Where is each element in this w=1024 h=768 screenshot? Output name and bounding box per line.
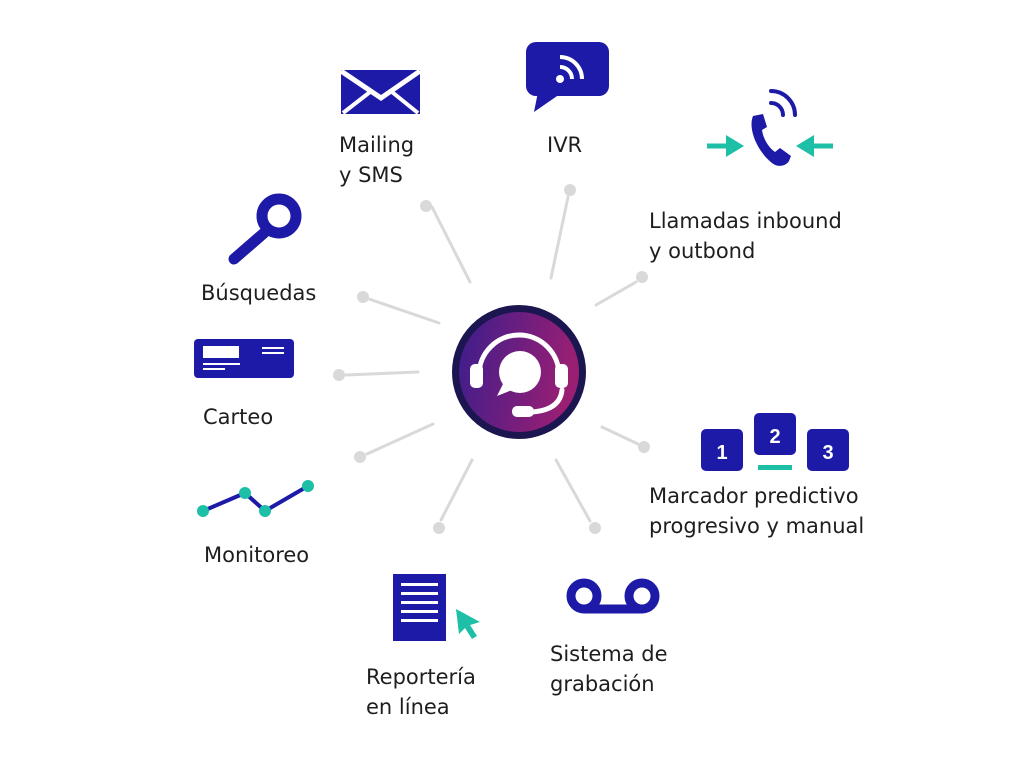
voicemail-tape-icon (566, 578, 660, 614)
label-search-line1: Búsquedas (201, 281, 317, 305)
connector-lines (333, 184, 650, 534)
label-dialer-line2: progresivo y manual (649, 514, 865, 538)
connector-carteo (333, 369, 420, 381)
label-dialer-line1: Marcador predictivo (649, 484, 859, 508)
connector-search (357, 291, 441, 325)
label-monitoring-line1: Monitoreo (204, 543, 310, 567)
speech-bubble-signal-icon (526, 42, 609, 112)
label-recording-line2: grabación (550, 672, 655, 696)
label-ivr-line1: IVR (547, 133, 583, 157)
connector-mailing (420, 200, 472, 284)
headset-chat-icon (470, 332, 568, 417)
document-cursor-icon (393, 574, 480, 641)
step-label-3: 3 (822, 442, 833, 464)
label-ivr: IVR (547, 130, 582, 160)
label-monitoring: Monitoreo (204, 540, 309, 570)
label-calls-line2: y outbond (649, 239, 756, 263)
label-carteo: Carteo (203, 402, 273, 432)
label-reports: Reportería en línea (366, 662, 476, 722)
connector-reports (433, 458, 474, 534)
step-label-2: 2 (769, 426, 780, 448)
connector-dialer (600, 425, 650, 453)
step-box-2 (754, 413, 796, 455)
magnifier-icon (228, 193, 302, 265)
label-mailing: Mailing y SMS (339, 130, 414, 190)
label-mailing-line2: y SMS (339, 163, 403, 187)
hub (452, 305, 586, 439)
step-box-3 (807, 429, 849, 471)
label-mailing-line1: Mailing (339, 133, 415, 157)
connector-ivr (549, 184, 576, 280)
label-calls: Llamadas inbound y outbond (649, 206, 842, 266)
letter-card-icon (194, 339, 294, 378)
phone-arrows-icon (707, 89, 833, 166)
connector-monitoring (354, 422, 435, 463)
numbered-steps-icon: 1 2 3 (701, 413, 849, 471)
connector-recording (554, 458, 601, 534)
label-reports-line2: en línea (366, 695, 450, 719)
label-carteo-line1: Carteo (203, 405, 274, 429)
step-box-1 (701, 429, 743, 471)
label-dialer: Marcador predictivo progresivo y manual (649, 481, 864, 541)
label-recording: Sistema de grabación (550, 639, 668, 699)
label-calls-line1: Llamadas inbound (649, 209, 842, 233)
step-label-1: 1 (716, 442, 727, 464)
line-graph-icon (197, 480, 314, 517)
label-recording-line1: Sistema de (550, 642, 668, 666)
envelope-icon (339, 68, 422, 115)
label-search: Búsquedas (201, 278, 316, 308)
label-reports-line1: Reportería (366, 665, 476, 689)
step-underline (758, 465, 792, 470)
connector-calls (594, 271, 648, 307)
